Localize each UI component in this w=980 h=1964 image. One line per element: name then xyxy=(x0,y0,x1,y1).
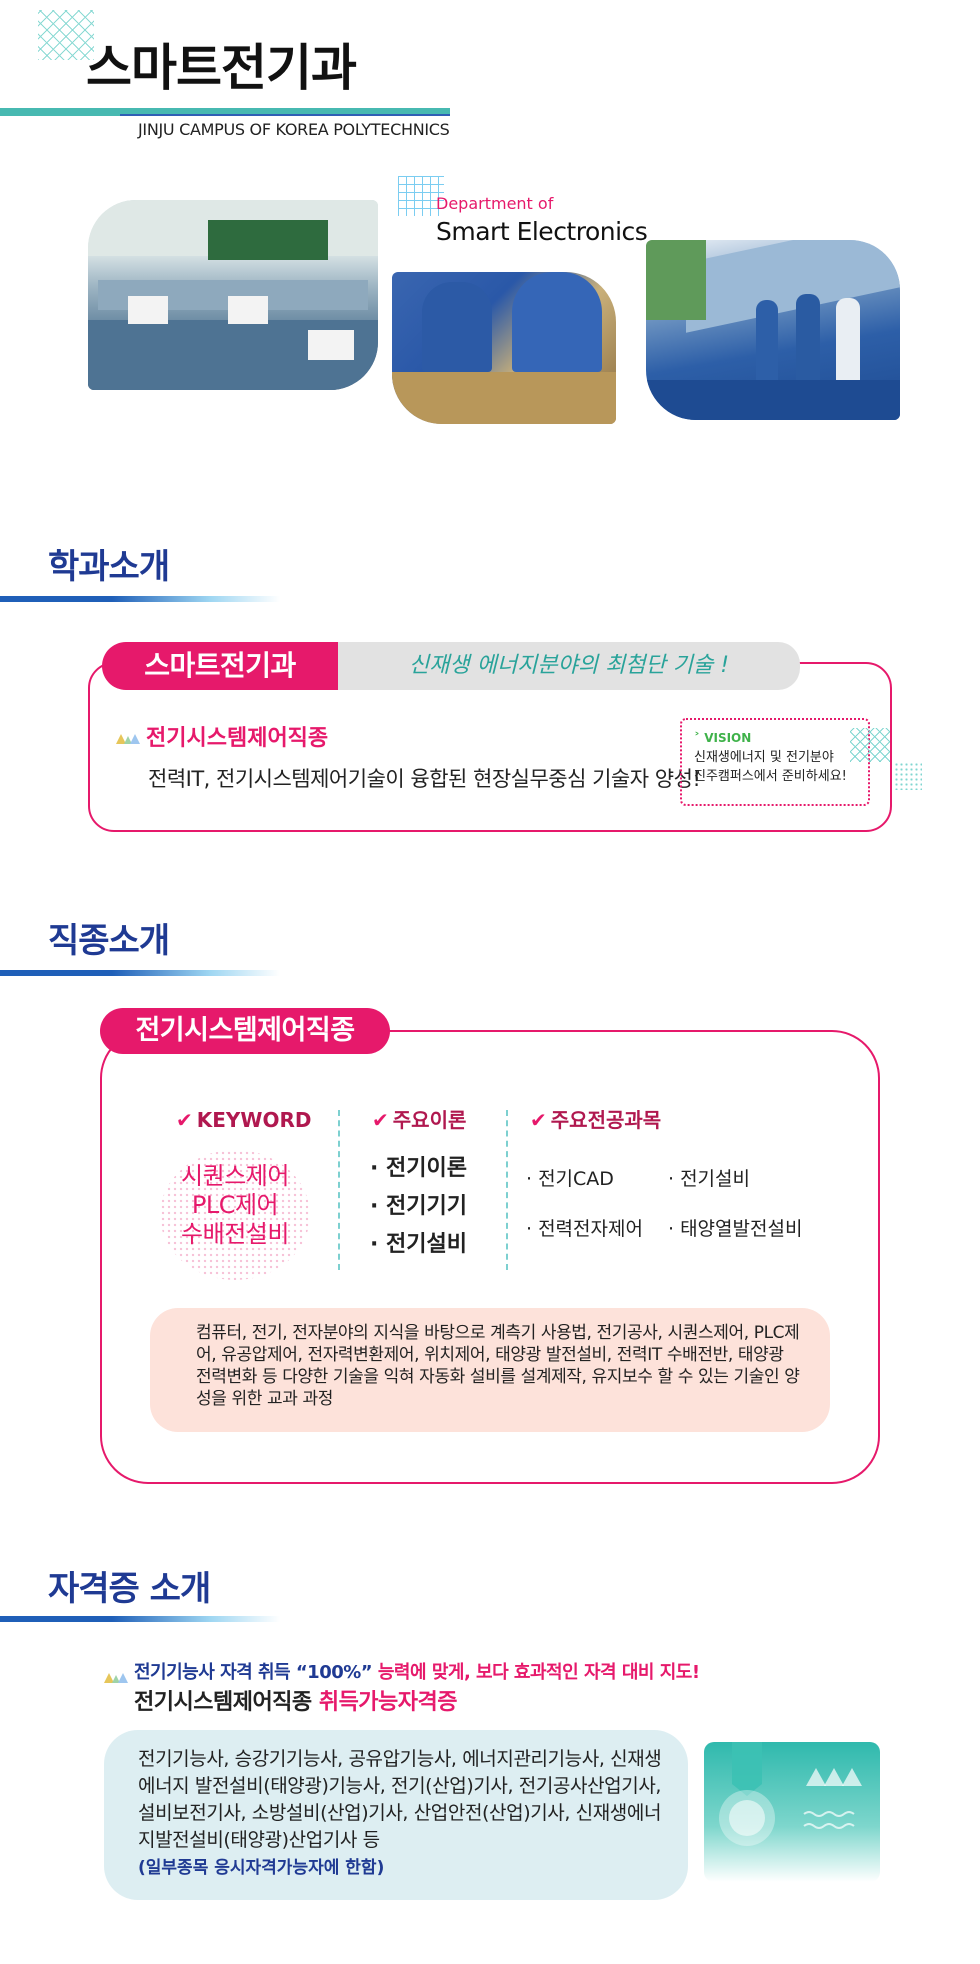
photo-students-working xyxy=(392,272,616,424)
column-divider xyxy=(506,1110,508,1270)
keyword-item: 수배전설비 xyxy=(181,1220,289,1248)
vision-line-1: 신재생에너지 및 전기분야 xyxy=(694,750,834,765)
page-title: 스마트전기과 xyxy=(86,39,357,97)
keyword-item: PLC제어 xyxy=(191,1191,279,1219)
medal-icon xyxy=(719,1742,862,1846)
major-item: · 전기설비 xyxy=(668,1168,750,1190)
column-divider xyxy=(338,1110,340,1270)
major-item: · 전력전자제어 xyxy=(526,1218,643,1240)
vision-box xyxy=(680,718,870,806)
header-grid-decoration xyxy=(38,10,94,60)
certificate-subtitle: 전기시스템제어직종 취득가능자격증 xyxy=(134,1688,458,1718)
triangle-mark-icon xyxy=(104,1668,128,1687)
vision-line-2: 진주캠퍼스에서 준비하세요! xyxy=(694,769,847,784)
job-name: 전기시스템제어직종 xyxy=(146,726,329,751)
header-rule xyxy=(0,108,450,116)
department-tagline: 신재생 에너지분야의 최첨단 기술 ! xyxy=(338,642,800,690)
keyword-item: 시퀀스제어 xyxy=(181,1162,289,1190)
section-title-certificates: 자격증 소개 xyxy=(48,1569,211,1609)
certificate-lead-rest: 능력에 맞게, 보다 효과적인 자격 대비 지도! xyxy=(372,1662,700,1683)
page-subtitle: JINJU CAMPUS OF KOREA POLYTECHNICS xyxy=(138,120,450,139)
major-heading-text: 주요전공과목 xyxy=(550,1108,662,1132)
certificate-list-box xyxy=(104,1730,688,1900)
curriculum-description: 컴퓨터, 전기, 전자분야의 지식을 바탕으로 계측기 사용법, 전기공사, 시… xyxy=(196,1323,800,1409)
theory-list: · 전기이론 · 전기기기 · 전기설비 xyxy=(370,1150,467,1264)
dots-decoration xyxy=(894,762,922,790)
major-item: · 태양열발전설비 xyxy=(668,1218,803,1240)
triangle-mark-icon xyxy=(116,734,140,747)
vision-label-text: VISION xyxy=(704,731,752,745)
theory-item: · 전기기기 xyxy=(370,1194,467,1219)
keyword-heading-text: KEYWORD xyxy=(196,1108,312,1132)
certificate-list: 전기기능사, 승강기기능사, 공유압기능사, 에너지관리기능사, 신재생에너지 … xyxy=(138,1748,662,1851)
certificate-note: (일부종목 응시자격가능자에 한함) xyxy=(138,1858,385,1878)
job-name-tab: 전기시스템제어직종 xyxy=(100,1008,390,1054)
keyword-list: 시퀀스제어 PLC제어 수배전설비 xyxy=(160,1162,310,1249)
major-item: · 전기CAD xyxy=(526,1168,614,1190)
medal-illustration xyxy=(704,1742,880,1882)
vision-text: 신재생에너지 및 전기분야 진주캠퍼스에서 준비하세요! xyxy=(694,748,847,786)
theory-item: · 전기설비 xyxy=(370,1232,467,1257)
theory-item: · 전기이론 xyxy=(370,1156,467,1181)
section-title-job-intro: 직종소개 xyxy=(48,921,170,961)
department-name-tab: 스마트전기과 xyxy=(102,642,338,690)
check-icon: ✔ xyxy=(176,1108,193,1132)
certificate-subtitle-job: 전기시스템제어직종 xyxy=(134,1690,312,1715)
header-rule-accent xyxy=(120,114,450,116)
section-underline xyxy=(0,596,280,602)
photo-lab-classroom xyxy=(88,200,378,390)
theory-heading-text: 주요이론 xyxy=(392,1108,467,1132)
department-name: Smart Electronics xyxy=(436,217,648,246)
department-grid-decoration xyxy=(398,176,444,216)
job-intro-box xyxy=(100,1030,880,1484)
certificate-lead: 전기기능사 자격 취득 “100%” 능력에 맞게, 보다 효과적인 자격 대비… xyxy=(134,1660,700,1686)
department-of-label: Department of xyxy=(436,194,554,213)
curriculum-box xyxy=(150,1308,830,1432)
certificate-lead-highlight: 전기기능사 자격 취득 “100%” xyxy=(134,1662,373,1683)
section-title-department-intro: 학과소개 xyxy=(48,547,170,587)
photo-solar-panels xyxy=(646,240,900,420)
theory-heading: ✔주요이론 xyxy=(372,1106,466,1134)
keyword-heading: ✔KEYWORD xyxy=(176,1106,311,1134)
vision-grid-decoration xyxy=(850,728,890,762)
check-icon: ✔ xyxy=(372,1108,389,1132)
major-heading: ✔주요전공과목 xyxy=(530,1106,661,1134)
check-icon: ✔ xyxy=(530,1108,547,1132)
job-description: 전력IT, 전기시스템제어기술이 융합된 현장실무중심 기술자 양성! xyxy=(148,767,701,791)
vision-label: ˃ VISION xyxy=(694,731,752,745)
certificate-subtitle-label: 취득가능자격증 xyxy=(311,1690,458,1715)
section-underline xyxy=(0,970,280,976)
keyword-dot-bubble xyxy=(160,1150,310,1280)
section-underline xyxy=(0,1616,280,1622)
